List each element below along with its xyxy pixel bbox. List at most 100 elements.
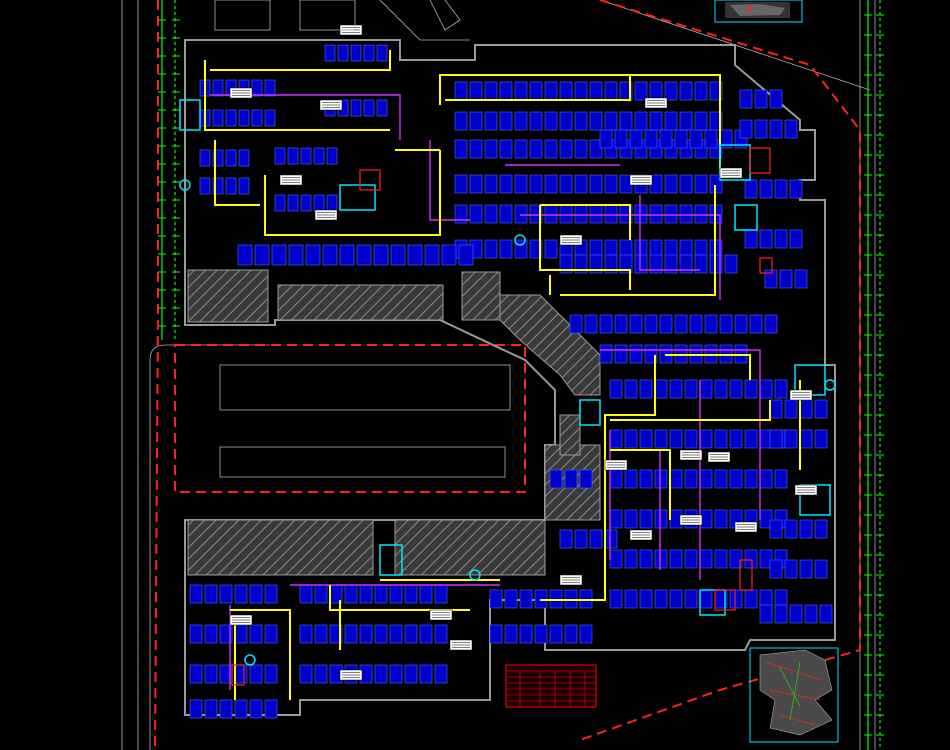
parking-stall xyxy=(669,549,683,569)
parking-stall xyxy=(629,314,643,334)
parking-stall xyxy=(634,254,648,274)
parking-stall xyxy=(684,549,698,569)
parking-stall xyxy=(299,664,313,684)
parking-stall xyxy=(759,604,773,624)
parking-stall xyxy=(249,624,263,644)
parking-stall xyxy=(609,469,623,489)
fire-equipment xyxy=(231,147,773,686)
parking-stall xyxy=(251,79,263,97)
parking-stall xyxy=(614,314,628,334)
parking-stall xyxy=(624,429,638,449)
parking-stall xyxy=(419,624,433,644)
parking-stall xyxy=(549,469,563,489)
parking-stall xyxy=(324,44,336,62)
parking-stall xyxy=(604,254,618,274)
parking-stall xyxy=(799,399,813,419)
parking-stall xyxy=(484,139,498,159)
parking-stall xyxy=(634,81,648,101)
parking-stall xyxy=(434,664,448,684)
parking-stall xyxy=(374,584,388,604)
parking-stall xyxy=(529,81,543,101)
parking-stall xyxy=(784,559,798,579)
parking-stall xyxy=(389,664,403,684)
parking-stall xyxy=(579,624,593,644)
parking-stall xyxy=(489,589,503,609)
parking-stall xyxy=(504,624,518,644)
parking-stall xyxy=(664,111,678,131)
parking-stall xyxy=(589,139,603,159)
parking-stall xyxy=(234,664,248,684)
parking-stall xyxy=(469,174,483,194)
parking-stall xyxy=(819,604,833,624)
parking-stall xyxy=(599,344,613,364)
parking-stalls xyxy=(189,44,833,719)
parking-stall xyxy=(359,624,373,644)
parking-stall xyxy=(714,509,728,529)
parking-stall xyxy=(784,429,798,449)
parking-stall xyxy=(574,111,588,131)
key-plan-inset-top xyxy=(714,0,803,23)
parking-stall xyxy=(664,204,678,224)
parking-stall xyxy=(374,664,388,684)
equipment-rooms xyxy=(179,99,836,666)
parking-stall xyxy=(619,254,633,274)
parking-stall xyxy=(699,549,713,569)
parking-stall xyxy=(300,194,312,212)
parking-stall xyxy=(769,559,783,579)
parking-stall xyxy=(609,589,623,609)
parking-stall xyxy=(264,584,278,604)
parking-stall xyxy=(704,129,718,149)
parking-stall xyxy=(639,589,653,609)
parking-stall xyxy=(189,699,203,719)
parking-stall xyxy=(204,584,218,604)
parking-stall xyxy=(237,244,253,266)
parking-stall xyxy=(649,81,663,101)
parking-stall xyxy=(604,81,618,101)
parking-stall xyxy=(499,111,513,131)
parking-stall xyxy=(669,469,683,489)
parking-stall xyxy=(659,314,673,334)
parking-stall xyxy=(407,244,423,266)
parking-stall xyxy=(589,204,603,224)
parking-stall xyxy=(639,469,653,489)
parking-stall xyxy=(614,129,628,149)
parking-stall xyxy=(589,254,603,274)
parking-stall xyxy=(559,111,573,131)
parking-stall xyxy=(199,177,211,195)
parking-stall xyxy=(326,194,338,212)
parking-stall xyxy=(629,129,643,149)
parking-stall xyxy=(469,111,483,131)
parking-stall xyxy=(305,244,321,266)
parking-stall xyxy=(225,149,237,167)
parking-stall xyxy=(589,529,603,549)
parking-stall xyxy=(404,584,418,604)
parking-stall xyxy=(549,624,563,644)
parking-stall xyxy=(764,314,778,334)
entrance-structures xyxy=(214,0,470,41)
parking-stall xyxy=(264,664,278,684)
parking-stall xyxy=(514,139,528,159)
parking-stall xyxy=(659,129,673,149)
parking-stall xyxy=(669,589,683,609)
parking-stall xyxy=(234,584,248,604)
parking-stall xyxy=(458,244,474,266)
parking-stall xyxy=(649,111,663,131)
parking-stall xyxy=(769,519,783,539)
parking-stall xyxy=(774,179,788,199)
parking-stall xyxy=(674,129,688,149)
parking-stall xyxy=(694,81,708,101)
parking-stall xyxy=(579,469,593,489)
building-outline xyxy=(184,39,836,716)
parking-stall xyxy=(729,589,743,609)
parking-stall xyxy=(654,429,668,449)
parking-stall xyxy=(434,624,448,644)
parking-stall xyxy=(559,174,573,194)
parking-stall xyxy=(714,429,728,449)
parking-stall xyxy=(754,119,768,139)
parking-stall xyxy=(499,174,513,194)
parking-stall xyxy=(654,379,668,399)
parking-stall xyxy=(589,111,603,131)
parking-stall xyxy=(609,379,623,399)
parking-stall xyxy=(254,244,270,266)
parking-stall xyxy=(624,379,638,399)
